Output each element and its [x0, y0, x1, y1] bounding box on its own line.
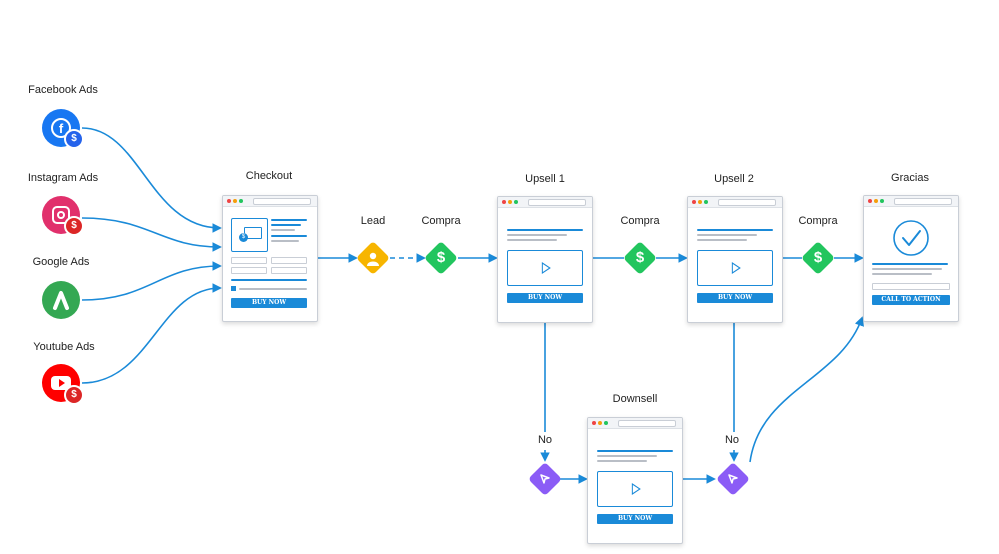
play-icon: [731, 262, 741, 274]
call-to-action-button[interactable]: CALL TO ACTION: [872, 295, 950, 305]
checkout-page: $ BUY NOW: [222, 195, 318, 322]
dollar-badge-icon: $: [64, 216, 84, 236]
arrow-decision2-gracias: [749, 316, 864, 463]
arrow-youtube-checkout: [81, 283, 222, 384]
cursor-click-icon: [728, 474, 738, 484]
arrow-facebook-checkout: [81, 127, 222, 233]
page-label-upsell-1: Upsell 1: [525, 173, 565, 185]
arrow-google-checkout: [81, 261, 222, 301]
dollar-badge-icon: $: [64, 385, 84, 405]
page-label-checkout: Checkout: [245, 170, 293, 182]
buy-now-button[interactable]: BUY NOW: [597, 514, 673, 524]
event-label-lead: Lead: [360, 215, 386, 227]
payment-card-icon: $: [231, 218, 268, 252]
upsell-2-page: BUY NOW: [687, 196, 783, 323]
buy-now-button[interactable]: BUY NOW: [507, 293, 583, 303]
page-label-gracias: Gracias: [891, 172, 929, 184]
upsell-1-page: BUY NOW: [497, 196, 593, 323]
source-label-youtube: Youtube Ads: [33, 341, 95, 353]
buy-now-button[interactable]: BUY NOW: [697, 293, 773, 303]
dollar-icon: $: [436, 249, 446, 266]
buy-now-button[interactable]: BUY NOW: [231, 298, 307, 308]
video-player[interactable]: [597, 471, 673, 507]
source-label-facebook: Facebook Ads: [28, 84, 98, 96]
gracias-page: CALL TO ACTION: [863, 195, 959, 322]
page-label-upsell-2: Upsell 2: [714, 173, 754, 185]
video-player[interactable]: [507, 250, 583, 286]
source-label-instagram: Instagram Ads: [27, 172, 99, 184]
source-label-google: Google Ads: [32, 256, 90, 268]
play-icon: [541, 262, 551, 274]
checkmark-icon: [893, 220, 929, 256]
event-label-compra-3: Compra: [798, 215, 838, 227]
arrow-instagram-checkout: [81, 217, 222, 252]
google-ads-icon: [42, 281, 80, 319]
cursor-click-icon: [540, 474, 550, 484]
play-icon: [631, 483, 641, 495]
event-label-compra-1: Compra: [421, 215, 461, 227]
dollar-icon: $: [635, 249, 645, 266]
event-label-no-2: No: [724, 434, 740, 446]
user-icon: [367, 252, 379, 266]
event-label-compra-2: Compra: [620, 215, 660, 227]
dollar-badge-icon: $: [64, 129, 84, 149]
video-player[interactable]: [697, 250, 773, 286]
downsell-page: BUY NOW: [587, 417, 683, 544]
dollar-icon: $: [813, 249, 823, 266]
page-label-downsell: Downsell: [612, 393, 658, 405]
event-label-no-1: No: [537, 434, 553, 446]
